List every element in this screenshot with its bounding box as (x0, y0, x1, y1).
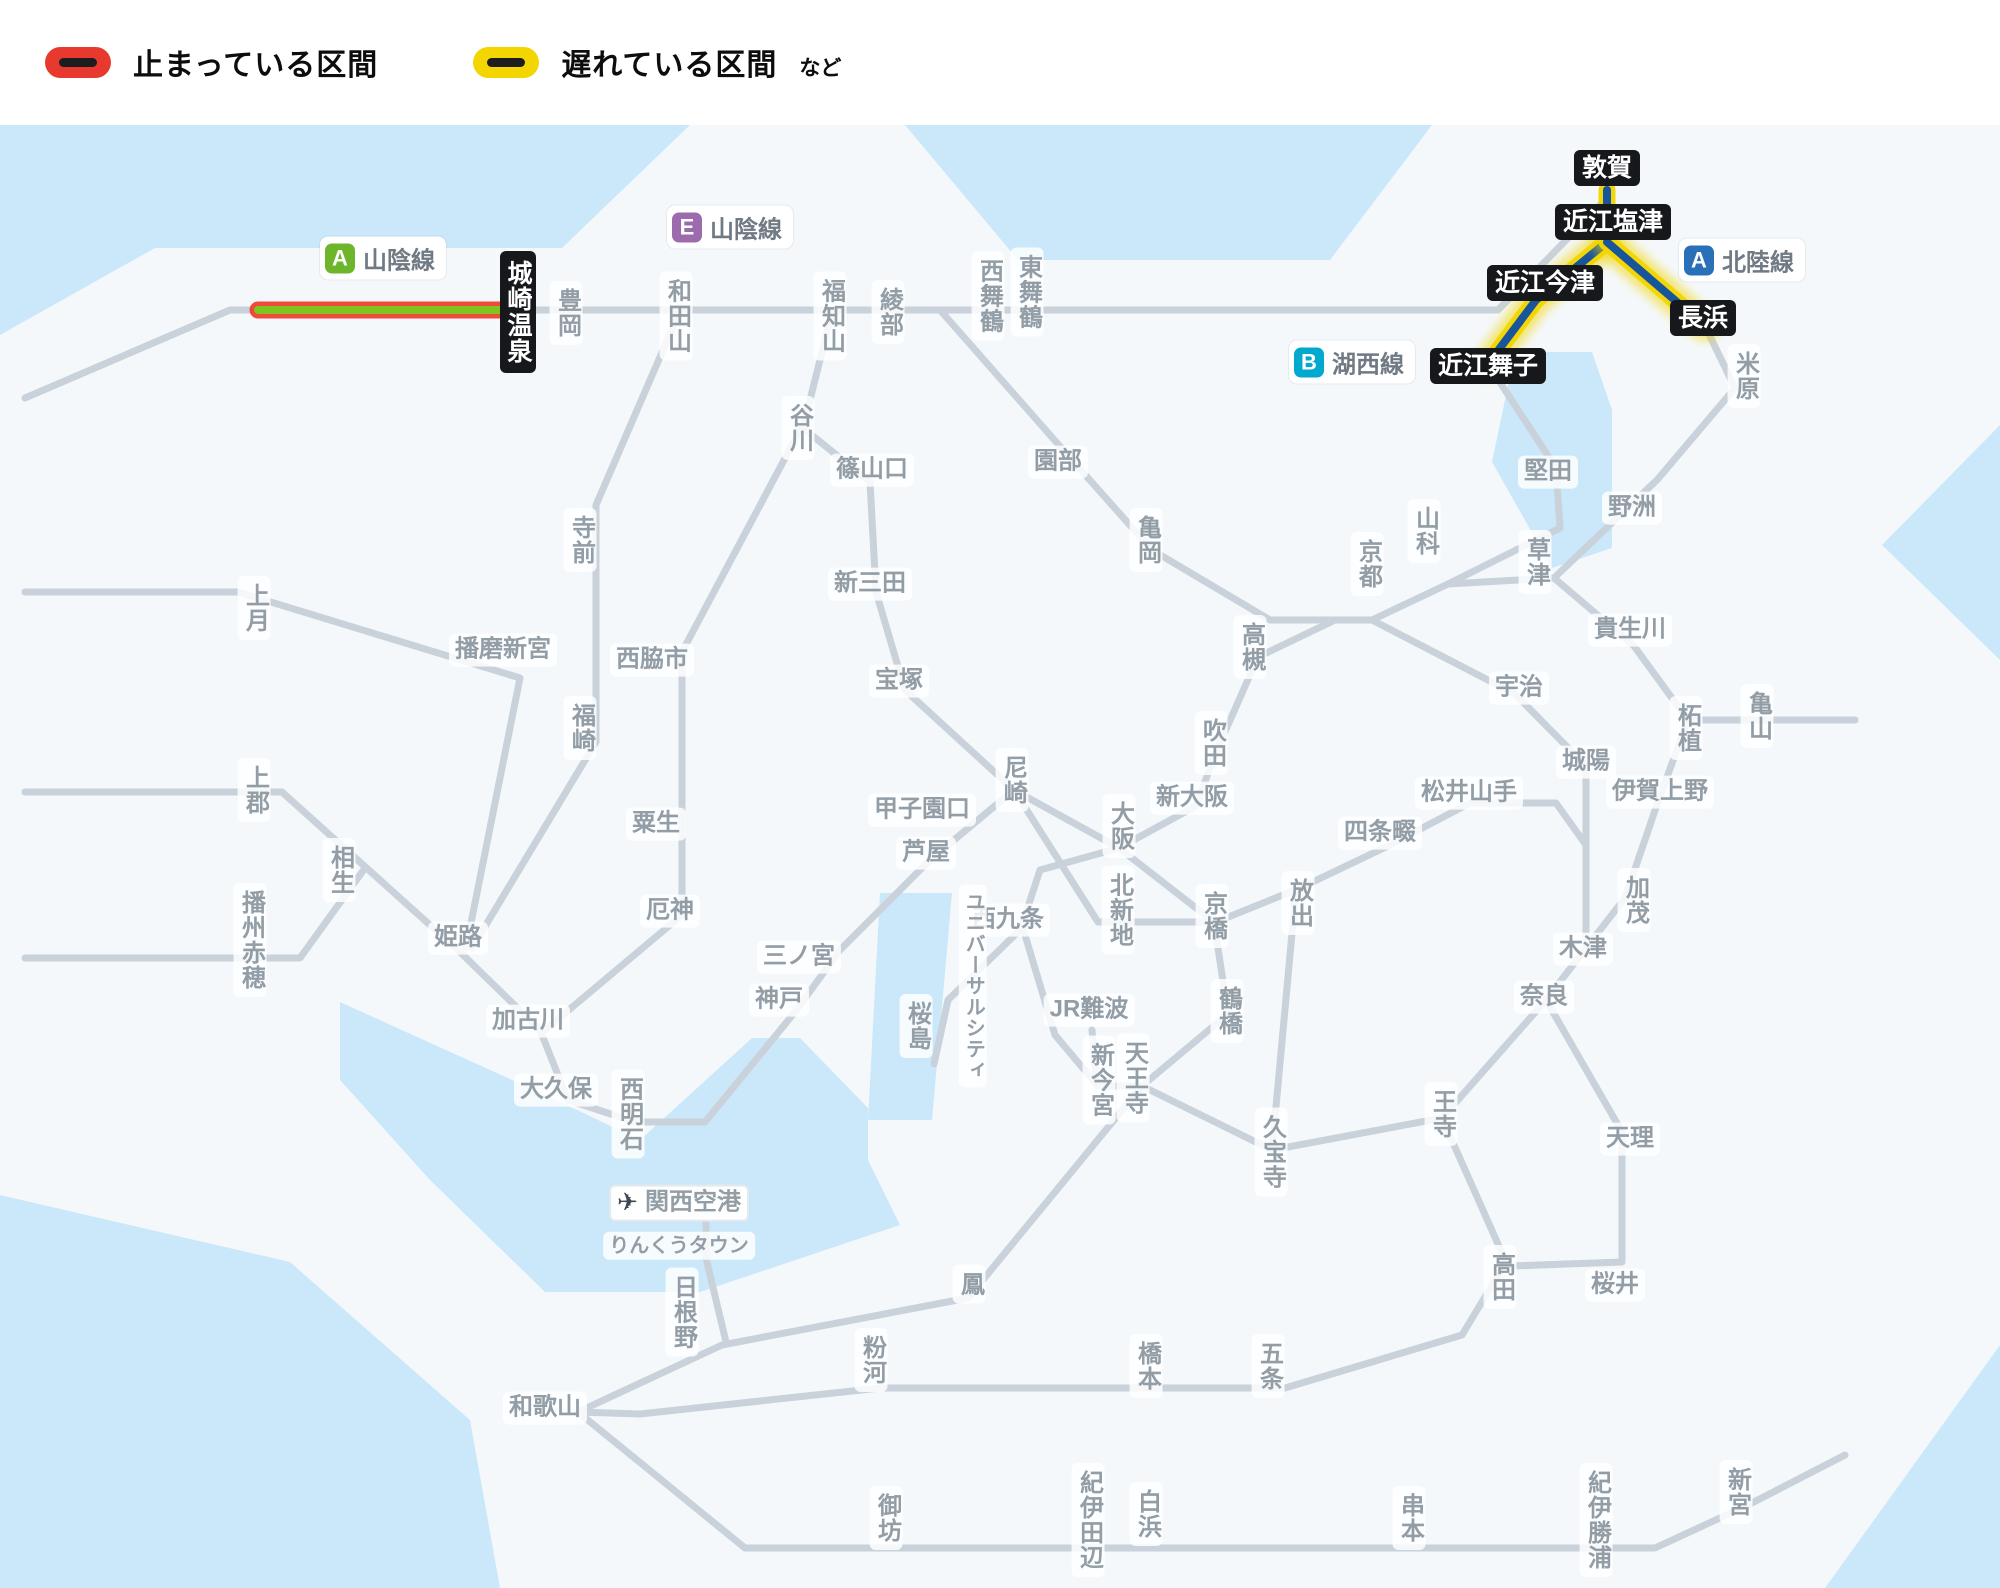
stopped-section-swatch (45, 46, 111, 78)
railway-hanwa[interactable] (574, 1082, 1146, 1416)
railway-namba-spur[interactable] (1088, 1026, 1101, 1090)
railway-kakogawa[interactable] (541, 426, 804, 1034)
delayed-section-swatch (473, 46, 540, 78)
legend-label-stopped: 止まっている区間 (133, 49, 379, 82)
railway-kishin[interactable] (21, 588, 524, 952)
terrain (0, 125, 2000, 1588)
ise-bay (1882, 425, 2000, 660)
swatch-line (59, 57, 97, 67)
legend: 止まっている区間 遅れている区間など (45, 40, 841, 84)
railway-yamatoji[interactable] (1138, 996, 1550, 1154)
railway-sakurai-line[interactable] (1508, 996, 1626, 1270)
railway-network (21, 194, 1859, 1552)
legend-item-delayed: 遅れている区間など (473, 40, 841, 84)
kii-channel (0, 1195, 500, 1588)
legend-label-delayed: 遅れている区間 (561, 49, 778, 82)
railway-kosei-south[interactable] (1444, 360, 1564, 588)
legend-item-stopped: 止まっている区間 (45, 40, 378, 84)
railway-kinokuni[interactable] (574, 1408, 1849, 1552)
railway-tozai[interactable] (1010, 786, 1220, 926)
kumano-sea (1825, 1345, 2000, 1588)
swatch-line (487, 57, 526, 67)
legend-label-delayed-suffix: など (799, 57, 842, 80)
railway-sanin[interactable] (21, 194, 1611, 402)
railway-bantan[interactable] (468, 316, 680, 952)
railway-yumesaki[interactable] (930, 924, 1026, 1068)
railway-nara-line[interactable] (1368, 616, 1590, 952)
